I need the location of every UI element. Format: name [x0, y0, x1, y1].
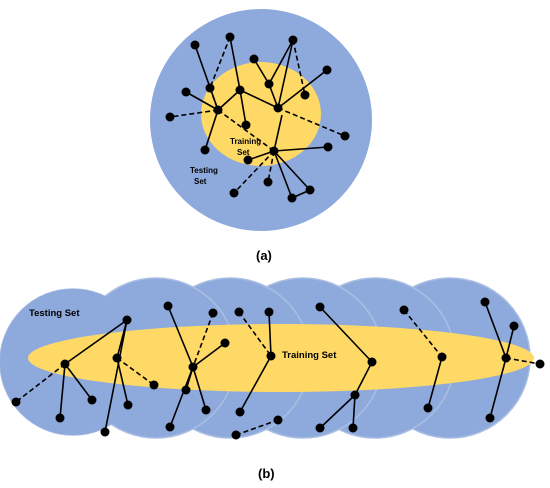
graph-dashed-edges-b — [15, 309, 541, 436]
training-region-b — [28, 324, 534, 392]
training-label-a-line2: Set — [237, 148, 250, 157]
caption-b: (b) — [258, 466, 275, 481]
training-label-a-line1: Training — [230, 137, 261, 146]
testing-label-b: Testing Set — [29, 308, 80, 319]
graph-nodes-b — [11, 297, 545, 440]
graph-nodes-a — [165, 32, 350, 203]
caption-a: (a) — [256, 248, 272, 263]
testing-label-a-line2: Set — [194, 177, 207, 186]
training-region-a — [201, 62, 321, 166]
panel-b: Testing Set Training Set (b) — [0, 277, 545, 481]
testing-label-a-line1: Testing — [190, 166, 218, 175]
panel-a: Training Set Testing Set (a) — [150, 9, 372, 263]
graph-edges-b — [59, 301, 515, 433]
training-label-b: Training Set — [282, 350, 337, 361]
